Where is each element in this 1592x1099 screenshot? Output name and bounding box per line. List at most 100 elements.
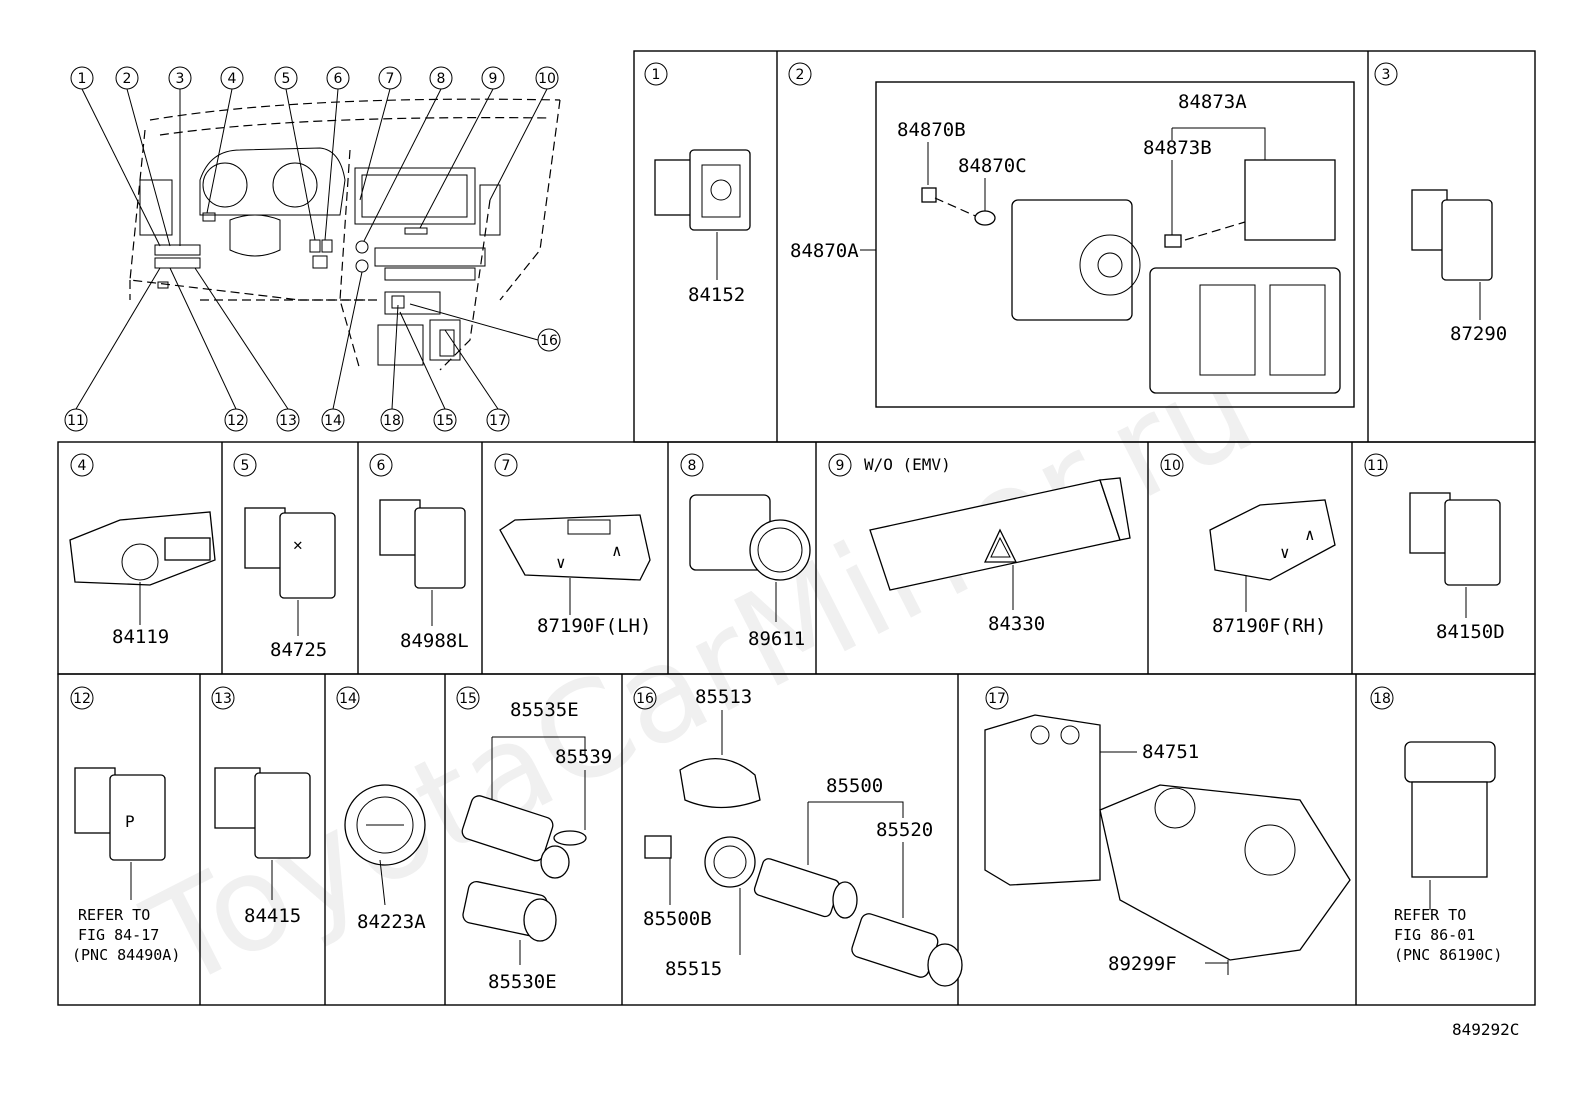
svg-text:89611: 89611 <box>748 628 805 650</box>
svg-text:84415: 84415 <box>244 905 301 927</box>
svg-text:11: 11 <box>1367 458 1385 474</box>
cell-7: 7 ∨ ∧ 87190F(LH) <box>494 453 651 637</box>
cell-14: 14 84223A <box>336 686 426 933</box>
svg-text:4: 4 <box>228 71 237 87</box>
svg-text:84119: 84119 <box>112 626 169 648</box>
svg-text:85539: 85539 <box>555 746 612 768</box>
overview-callouts-bottom: 11 12 13 14 18 15 17 16 <box>64 267 561 432</box>
svg-text:84751: 84751 <box>1142 741 1199 763</box>
svg-text:85500: 85500 <box>826 775 883 797</box>
svg-text:(PNC 86190C): (PNC 86190C) <box>1394 946 1502 964</box>
cell-2: 2 84870A 84870B 84870C 84873A 84873B <box>788 62 1355 408</box>
dashboard-overview <box>129 98 561 371</box>
svg-text:87290: 87290 <box>1450 323 1507 345</box>
svg-text:87190F(LH): 87190F(LH) <box>537 615 651 637</box>
cell-1: 1 84152 <box>644 62 751 306</box>
svg-text:85500B: 85500B <box>643 908 712 930</box>
svg-text:15: 15 <box>459 691 477 707</box>
svg-text:84988L: 84988L <box>400 630 469 652</box>
svg-text:5: 5 <box>282 71 291 87</box>
power-symbol-icon <box>749 519 811 581</box>
svg-text:∨: ∨ <box>556 553 566 572</box>
svg-text:P: P <box>125 812 135 831</box>
svg-text:13: 13 <box>214 691 232 707</box>
svg-text:84725: 84725 <box>270 639 327 661</box>
svg-text:15: 15 <box>436 413 454 429</box>
svg-text:16: 16 <box>540 333 558 349</box>
svg-text:∧: ∧ <box>612 541 622 560</box>
cell-3: 3 87290 <box>1374 62 1507 345</box>
svg-text:84152: 84152 <box>688 284 745 306</box>
svg-text:13: 13 <box>279 413 297 429</box>
svg-text:8: 8 <box>688 458 697 474</box>
svg-text:9: 9 <box>489 71 498 87</box>
svg-text:FIG 86-01: FIG 86-01 <box>1394 926 1475 944</box>
svg-text:7: 7 <box>386 71 395 87</box>
svg-text:12: 12 <box>73 691 91 707</box>
svg-text:4: 4 <box>78 458 87 474</box>
diagram-code: 849292C <box>1452 1020 1519 1039</box>
svg-text:(PNC 84490A): (PNC 84490A) <box>72 946 180 964</box>
cell-8: 8 89611 <box>680 453 811 650</box>
cell-13: 13 84415 <box>211 686 311 927</box>
svg-text:6: 6 <box>334 71 343 87</box>
overview-callouts-top: 1 2 3 4 5 6 7 8 9 10 <box>70 66 559 247</box>
svg-text:85520: 85520 <box>876 819 933 841</box>
cell-10: 10 ∨ ∧ 87190F(RH) <box>1160 453 1336 637</box>
svg-text:1: 1 <box>652 67 661 83</box>
mirror-adjust-icon <box>654 149 751 231</box>
svg-text:14: 14 <box>339 691 357 707</box>
svg-text:16: 16 <box>636 691 654 707</box>
cell-16: 16 85513 85500 85520 85500B 85515 <box>633 686 963 987</box>
cell-6: 6 84988L <box>369 453 469 652</box>
svg-text:14: 14 <box>324 413 342 429</box>
cell-18: 18 REFER TO FIG 86-01 (PNC 86190C) <box>1370 686 1502 964</box>
svg-text:∧: ∧ <box>1305 525 1315 544</box>
svg-text:12: 12 <box>227 413 245 429</box>
svg-text:REFER TO: REFER TO <box>1394 906 1466 924</box>
svg-text:84150D: 84150D <box>1436 621 1505 643</box>
cell-5: 5 ✕ 84725 <box>233 453 336 661</box>
svg-text:85530E: 85530E <box>488 971 557 993</box>
svg-text:10: 10 <box>538 71 556 87</box>
cell-12: 12 P REFER TO FIG 84-17 (PNC 84490A) <box>70 686 180 964</box>
svg-text:84223A: 84223A <box>357 911 426 933</box>
svg-text:84870C: 84870C <box>958 155 1027 177</box>
svg-text:6: 6 <box>377 458 386 474</box>
svg-text:84870B: 84870B <box>897 119 966 141</box>
svg-text:REFER TO: REFER TO <box>78 906 150 924</box>
svg-text:3: 3 <box>176 71 185 87</box>
svg-text:84873A: 84873A <box>1178 91 1247 113</box>
grid-lines <box>57 50 1536 1006</box>
svg-text:18: 18 <box>1373 691 1391 707</box>
svg-text:17: 17 <box>489 413 507 429</box>
svg-text:87190F(RH): 87190F(RH) <box>1212 615 1326 637</box>
svg-text:5: 5 <box>241 458 250 474</box>
svg-text:85535E: 85535E <box>510 699 579 721</box>
cell-4: 4 84119 <box>69 453 216 648</box>
svg-text:18: 18 <box>383 413 401 429</box>
svg-text:∨: ∨ <box>1280 543 1290 562</box>
svg-text:10: 10 <box>1163 458 1181 474</box>
svg-text:7: 7 <box>502 458 511 474</box>
svg-text:2: 2 <box>796 67 805 83</box>
svg-text:84330: 84330 <box>988 613 1045 635</box>
svg-text:85513: 85513 <box>695 686 752 708</box>
svg-text:1: 1 <box>78 71 87 87</box>
cell-15: 15 85535E 85539 85530E <box>456 686 612 993</box>
svg-text:2: 2 <box>123 71 132 87</box>
svg-text:84873B: 84873B <box>1143 137 1212 159</box>
svg-text:11: 11 <box>67 413 85 429</box>
cell-9: 9 W/O (EMV) 84330 <box>828 453 1131 635</box>
svg-text:17: 17 <box>988 691 1006 707</box>
svg-text:89299F: 89299F <box>1108 953 1177 975</box>
svg-text:FIG 84-17: FIG 84-17 <box>78 926 159 944</box>
cell-17: 17 84751 89299F <box>984 686 1351 975</box>
svg-text:✕: ✕ <box>293 535 303 554</box>
svg-text:W/O (EMV): W/O (EMV) <box>864 455 951 474</box>
svg-text:9: 9 <box>836 458 845 474</box>
svg-text:84870A: 84870A <box>790 240 859 262</box>
svg-text:8: 8 <box>437 71 446 87</box>
cell-11: 11 84150D <box>1364 453 1505 643</box>
